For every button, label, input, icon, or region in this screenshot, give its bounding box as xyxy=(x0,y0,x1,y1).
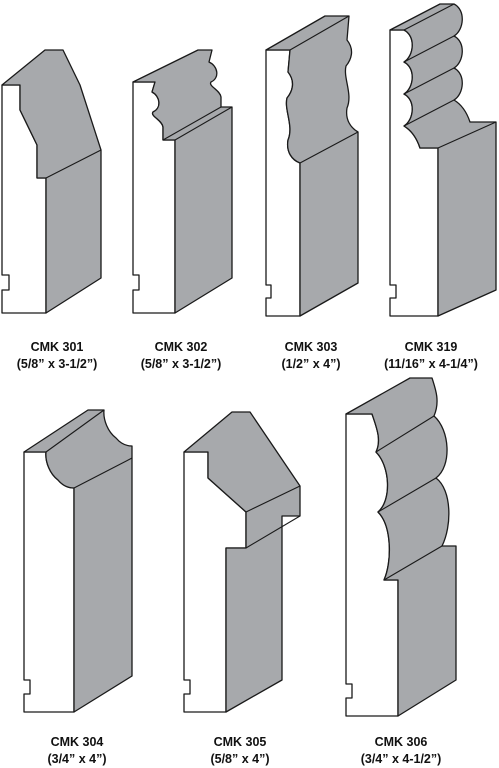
profile-code: CMK 303 xyxy=(284,340,338,354)
profile-side xyxy=(132,49,233,314)
profile-cmk-319 xyxy=(389,3,497,317)
profile-code: CMK 301 xyxy=(30,340,84,354)
profile-crease xyxy=(45,149,102,179)
profile-cmk-303 xyxy=(265,15,359,317)
profile-cmk-304 xyxy=(23,409,133,713)
profile-cmk-301 xyxy=(1,49,102,314)
profile-cmk-306 xyxy=(345,377,457,717)
profile-crease xyxy=(403,3,497,149)
caption-cmk-319: CMK 319 (11/16” x 4-1/4”) xyxy=(366,339,496,373)
caption-cmk-301: CMK 301 (5/8” x 3-1/2”) xyxy=(0,339,122,373)
caption-cmk-306: CMK 306 (3/4” x 4-1/2”) xyxy=(336,734,466,768)
profile-code: CMK 319 xyxy=(404,340,458,354)
profile-side xyxy=(389,3,497,317)
profile-size: (5/8” x 4”) xyxy=(210,752,270,766)
profile-size: (5/8” x 3-1/2”) xyxy=(16,357,98,371)
profile-code: CMK 304 xyxy=(50,735,104,749)
profile-crease xyxy=(162,106,233,141)
profile-crease xyxy=(45,409,133,489)
caption-cmk-304: CMK 304 (3/4” x 4”) xyxy=(12,734,142,768)
profile-side xyxy=(265,15,359,317)
profile-size: (11/16” x 4-1/4”) xyxy=(384,357,478,371)
profile-size: (3/4” x 4”) xyxy=(47,752,107,766)
caption-cmk-305: CMK 305 (5/8” x 4”) xyxy=(175,734,305,768)
profile-side xyxy=(23,409,133,713)
profile-side xyxy=(183,411,301,713)
profile-code: CMK 305 xyxy=(213,735,267,749)
profile-cmk-302 xyxy=(132,49,233,314)
profile-side xyxy=(1,49,102,314)
profile-size: (3/4” x 4-1/2”) xyxy=(360,752,442,766)
profile-crease xyxy=(375,415,443,581)
profile-size: (1/2” x 4”) xyxy=(281,357,341,371)
profile-cmk-305 xyxy=(183,411,301,713)
profile-code: CMK 306 xyxy=(374,735,428,749)
profile-crease xyxy=(289,15,359,164)
profile-code: CMK 302 xyxy=(154,340,208,354)
profile-crease xyxy=(245,485,301,549)
caption-cmk-303: CMK 303 (1/2” x 4”) xyxy=(246,339,376,373)
caption-cmk-302: CMK 302 (5/8” x 3-1/2”) xyxy=(116,339,246,373)
profile-size: (5/8” x 3-1/2”) xyxy=(140,357,222,371)
profile-face xyxy=(23,451,75,713)
